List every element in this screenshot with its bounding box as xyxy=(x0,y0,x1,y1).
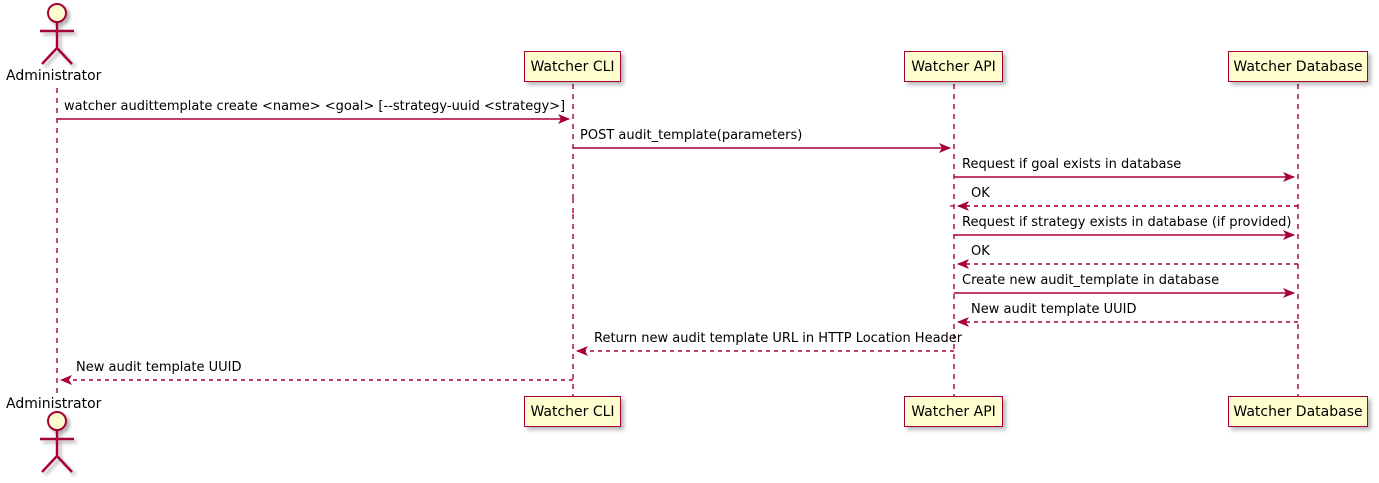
message-label-5: Request if strategy exists in database (… xyxy=(962,215,1292,230)
message-label-10: New audit template UUID xyxy=(76,360,242,375)
message-label-7: Create new audit_template in database xyxy=(962,273,1220,288)
participant-label: Watcher Database xyxy=(1233,58,1363,75)
participant-label: Watcher API xyxy=(911,58,996,75)
message-label-1: watcher audittemplate create <name> <goa… xyxy=(64,99,566,114)
participant-label: Watcher CLI xyxy=(530,58,615,75)
participant-footer-watcher-cli[interactable]: Watcher CLI xyxy=(524,396,621,427)
participant-label: Watcher API xyxy=(911,403,996,420)
participant-label: Watcher Database xyxy=(1233,403,1363,420)
lifelines xyxy=(56,84,1299,396)
participant-label-administrator-top: Administrator xyxy=(6,68,102,84)
actor-icon-administrator-bottom xyxy=(40,411,74,473)
message-label-8: New audit template UUID xyxy=(971,302,1137,317)
message-label-4: OK xyxy=(971,186,990,201)
participant-header-watcher-api[interactable]: Watcher API xyxy=(904,51,1003,82)
participant-label-administrator-bottom: Administrator xyxy=(6,396,102,412)
actor-icon-administrator-top xyxy=(40,3,74,65)
message-label-3: Request if goal exists in database xyxy=(962,157,1182,172)
participant-header-watcher-database[interactable]: Watcher Database xyxy=(1228,51,1368,82)
message-label-2: POST audit_template(parameters) xyxy=(580,128,803,143)
message-label-6: OK xyxy=(971,244,990,259)
participant-footer-watcher-api[interactable]: Watcher API xyxy=(904,396,1003,427)
mask-rect xyxy=(0,198,950,214)
message-label-9: Return new audit template URL in HTTP Lo… xyxy=(594,331,963,346)
participant-label: Watcher CLI xyxy=(530,403,615,420)
participant-footer-watcher-database[interactable]: Watcher Database xyxy=(1228,396,1368,427)
participant-header-watcher-cli[interactable]: Watcher CLI xyxy=(524,51,621,82)
